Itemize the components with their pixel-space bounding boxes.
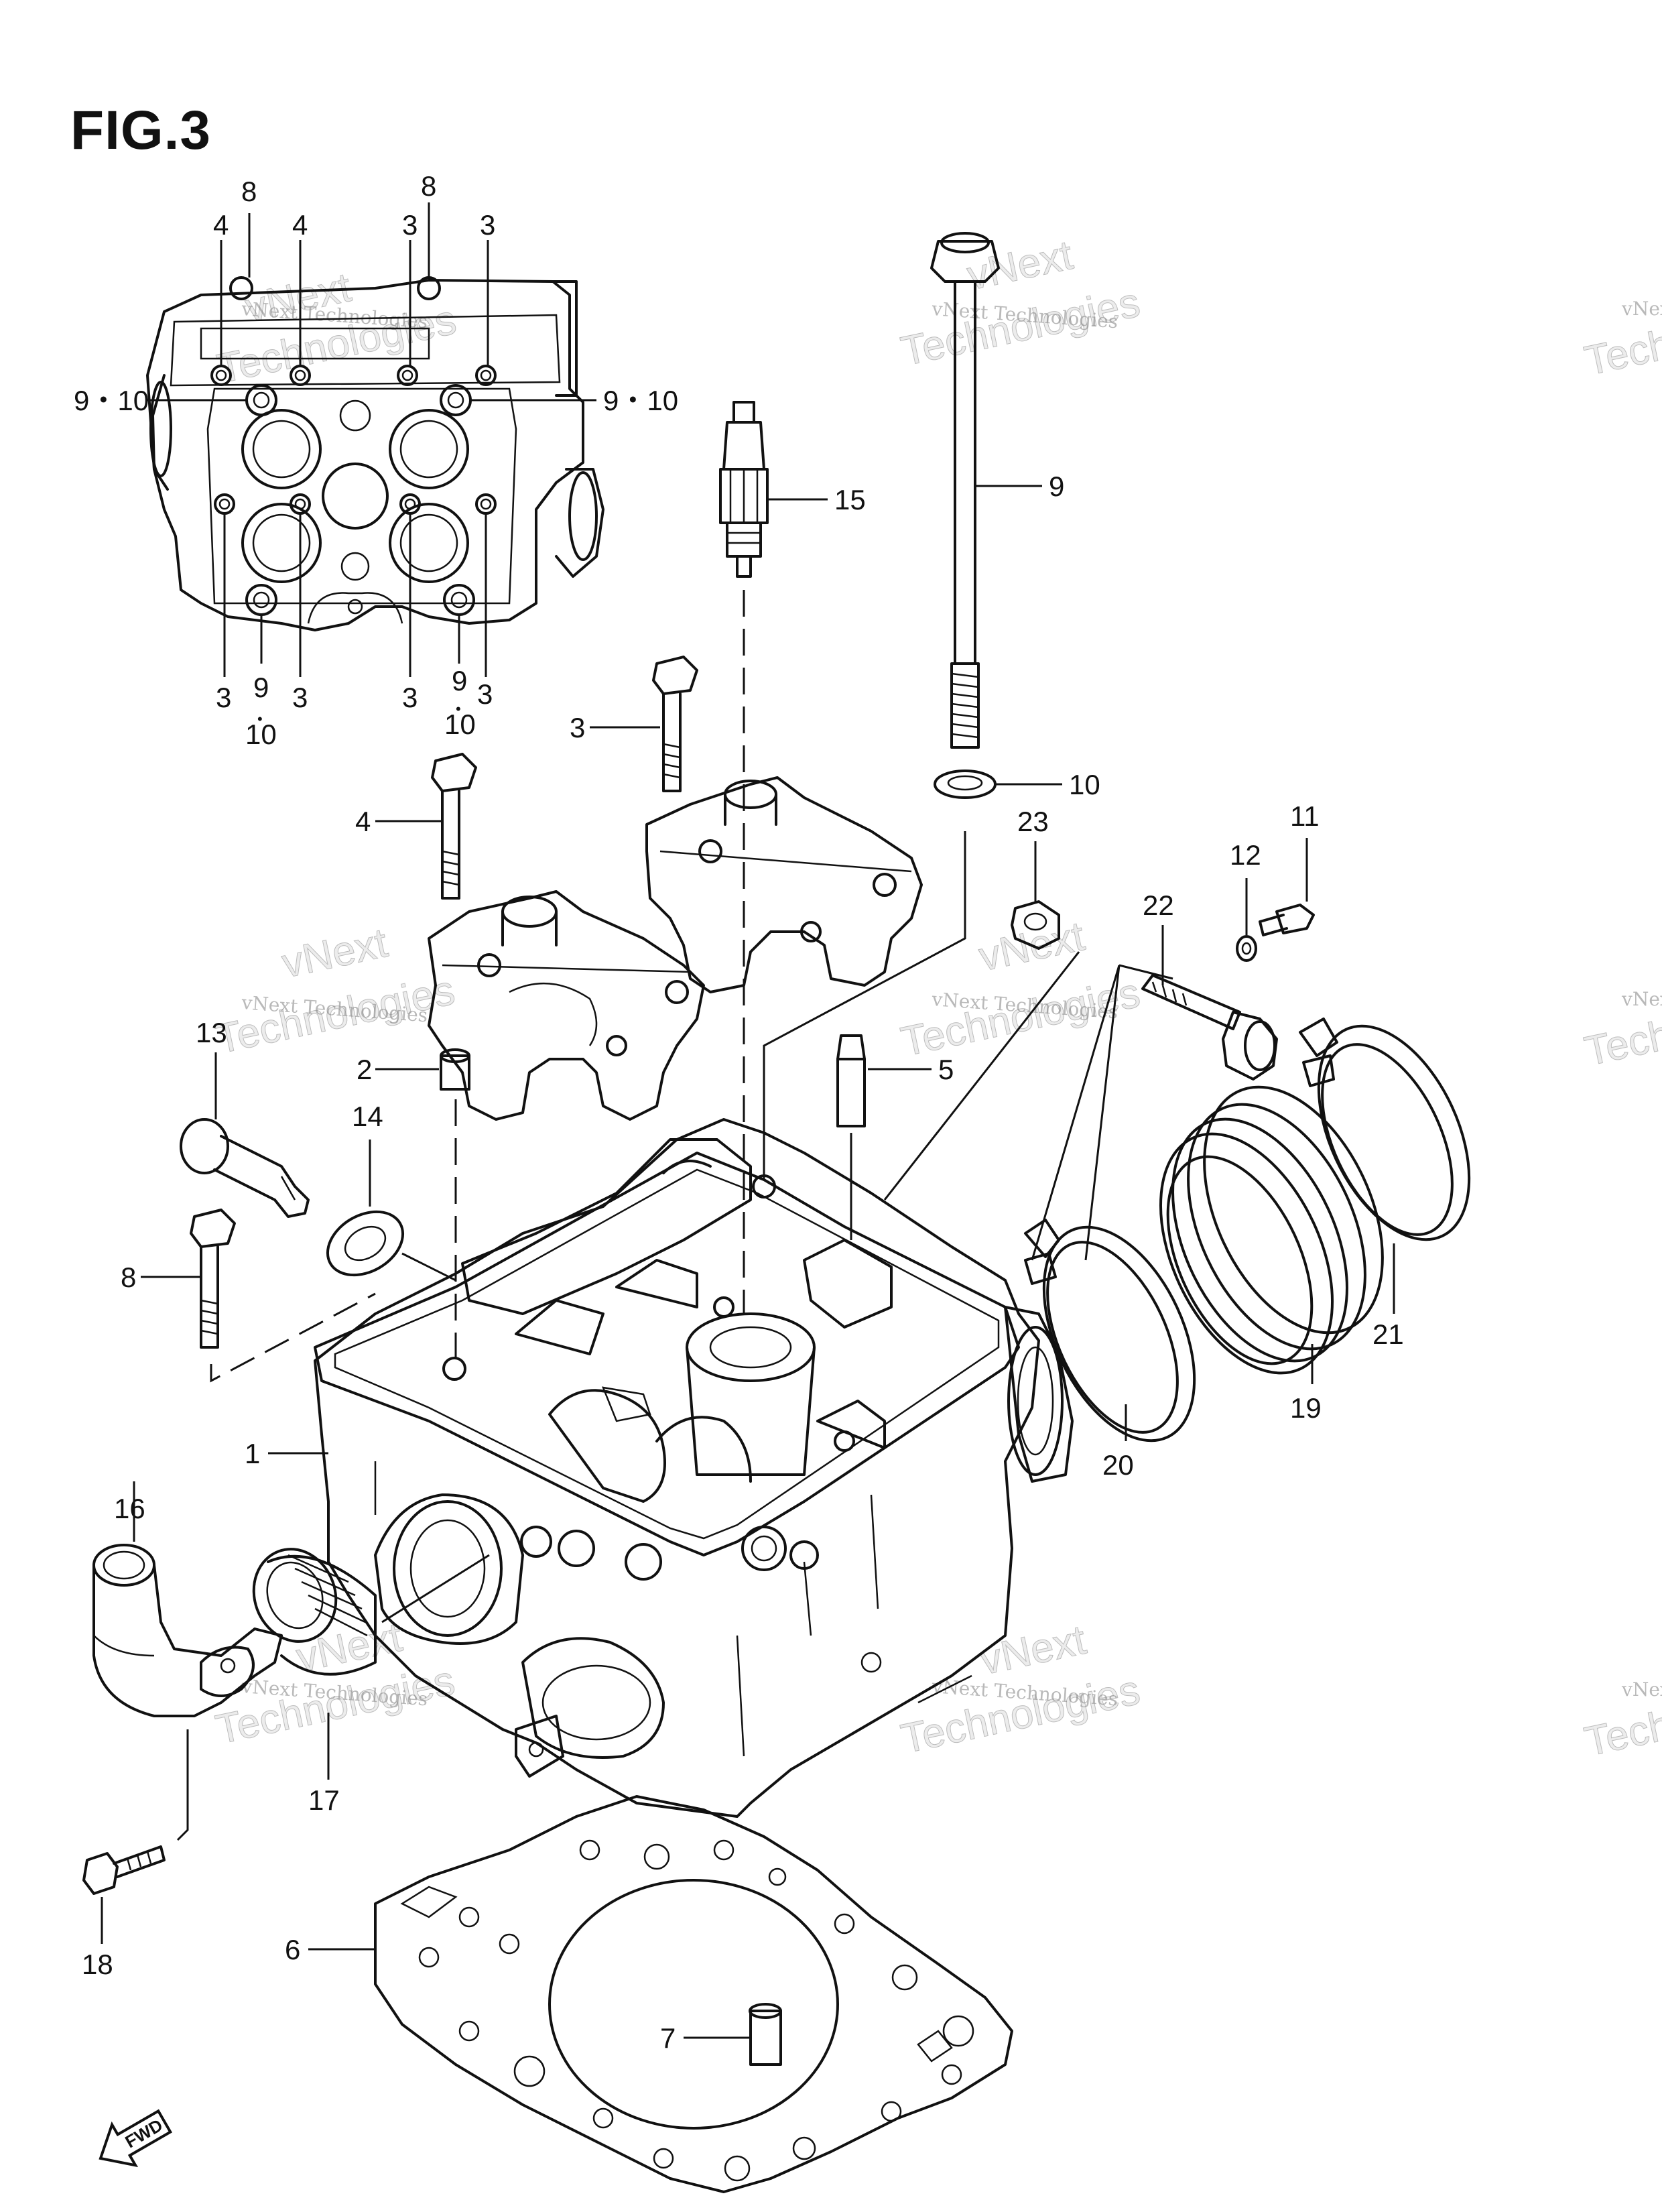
watermark-line: vNext Technologies — [1621, 298, 1662, 320]
figure-title: FIG.3 — [70, 100, 212, 161]
dowel-pin: 2 — [357, 1048, 470, 1361]
cylinder-head — [314, 1118, 1074, 1818]
callout-3: 3 — [292, 682, 308, 713]
callout-6: 6 — [285, 1934, 300, 1965]
callout-2: 2 — [357, 1054, 372, 1085]
bolt-18: 18 — [82, 1729, 189, 1980]
callout-1: 1 — [245, 1438, 260, 1469]
callout-9: 9 — [452, 665, 467, 696]
callout-3: 3 — [402, 682, 418, 713]
dowel-pin-7: 7 — [660, 2003, 782, 2066]
callout-18: 18 — [82, 1949, 113, 1980]
callout-3: 3 — [570, 712, 585, 743]
callout-3: 3 — [480, 209, 495, 241]
callout-9-10: 9・10 — [603, 385, 678, 416]
water-outlet-16: 16 — [92, 1481, 283, 1717]
bolt-22: 22 — [1031, 889, 1278, 1261]
callout-19: 19 — [1290, 1392, 1322, 1424]
spark-plug: 15 — [719, 401, 866, 1314]
callout-17: 17 — [308, 1784, 340, 1816]
callout-20: 20 — [1102, 1449, 1134, 1481]
bolt-4: 4 — [355, 753, 477, 900]
callout-3: 3 — [402, 209, 418, 241]
watermark-group: vNext Technologies vNext Technologies vN… — [212, 232, 1662, 1766]
callout-10: 10 — [444, 709, 476, 740]
callout-4: 4 — [213, 209, 229, 241]
callout-9: 9 — [1049, 471, 1064, 502]
bolt-11: 11 — [1259, 800, 1320, 936]
stud-5: 5 — [836, 1034, 954, 1240]
callout-9-10: 9・10 — [74, 385, 149, 416]
stud-bolt: 9 — [930, 232, 1064, 749]
callout-8: 8 — [121, 1262, 136, 1293]
callout-13: 13 — [196, 1017, 227, 1048]
callout-23: 23 — [1017, 806, 1049, 837]
callout-7: 7 — [660, 2022, 676, 2054]
inset-callouts: 8 8 4 4 3 3 9・10 9・10 3 3 3 3 9 • 10 9 •… — [74, 170, 678, 750]
watermark-brand: vNext — [976, 1617, 1090, 1684]
callout-3: 3 — [477, 678, 493, 710]
valve: 13 — [180, 1017, 310, 1218]
camshaft-holder-rear — [645, 776, 923, 993]
callout-8: 8 — [241, 176, 257, 207]
callout-9: 9 — [253, 672, 269, 703]
dot-separator: • — [456, 700, 461, 717]
watermark-brand: vNext — [278, 920, 391, 987]
intake-clamp-20: 20 — [1024, 1219, 1196, 1481]
callout-11: 11 — [1290, 800, 1320, 832]
callout-10: 10 — [245, 719, 277, 750]
nut-23: 23 — [883, 806, 1080, 1201]
callout-22: 22 — [1143, 889, 1174, 921]
camshaft-holder-front — [428, 890, 705, 1121]
watermark-line: vNext Technologies — [1621, 1678, 1662, 1701]
washer-12: 12 — [1230, 839, 1261, 962]
intake-clamp-21: 21 — [1299, 1018, 1471, 1350]
intake-pipe-19: 19 — [1159, 1085, 1384, 1424]
callout-15: 15 — [834, 484, 866, 515]
head-gasket: 6 — [285, 1795, 1013, 2193]
fwd-arrow-icon: FWD — [99, 2109, 172, 2168]
callout-4: 4 — [292, 209, 308, 241]
callout-21: 21 — [1372, 1318, 1404, 1350]
callout-14: 14 — [352, 1101, 383, 1132]
washer: 10 — [763, 769, 1100, 1180]
bolt-3: 3 — [570, 656, 698, 792]
dot-separator: • — [257, 711, 263, 727]
callout-12: 12 — [1230, 839, 1261, 871]
callout-10: 10 — [1069, 769, 1100, 800]
bolt-8: 8 — [121, 1209, 376, 1383]
thermostat-17: 17 — [252, 1548, 490, 1816]
callout-3: 3 — [216, 682, 231, 713]
watermark-line: vNext Technologies — [1621, 988, 1662, 1010]
callout-8: 8 — [421, 170, 436, 202]
callout-16: 16 — [114, 1493, 145, 1524]
valve-stem-seal: 14 — [326, 1101, 456, 1282]
callout-4: 4 — [355, 806, 371, 837]
callout-5: 5 — [938, 1054, 954, 1085]
